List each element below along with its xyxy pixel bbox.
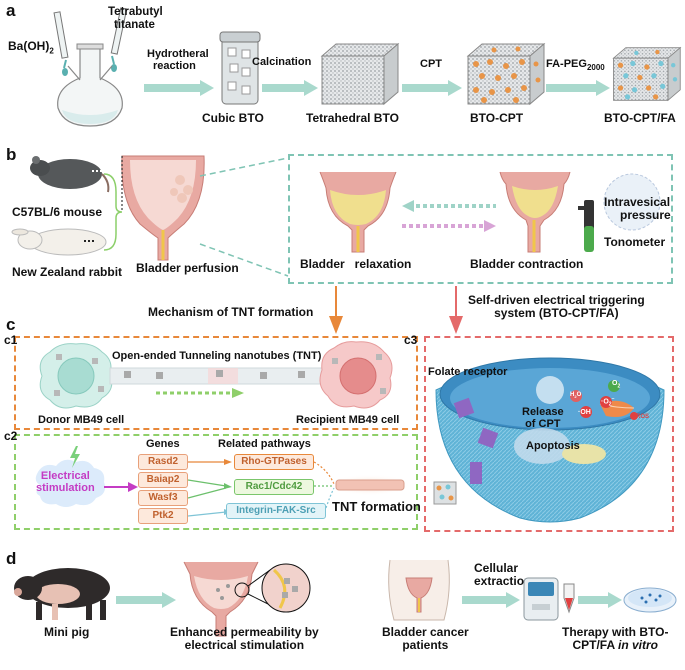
folate-receptor-label: Folate receptor bbox=[428, 366, 508, 378]
panel-b-label: b bbox=[6, 145, 17, 164]
cell-bowl bbox=[435, 357, 665, 523]
mechanism-label: Mechanism of TNT formation bbox=[148, 305, 314, 319]
tnt-label: Open-ended Tunneling nanotubes (TNT) bbox=[112, 350, 322, 362]
orange-down-arrow bbox=[329, 286, 343, 334]
arrow-step4 bbox=[546, 80, 610, 96]
therapy-label: Therapy with BTO- CPT/FA in vitro bbox=[562, 625, 669, 653]
autoclave-icon bbox=[219, 31, 261, 105]
gene-baiap2: Baiap2 bbox=[138, 472, 188, 488]
c1-label: c1 bbox=[4, 333, 18, 347]
bladder-perfusion-label: Bladder perfusion bbox=[136, 261, 239, 275]
h2o-label: H2O bbox=[570, 392, 582, 400]
tonometer-label: Tonometer bbox=[604, 235, 666, 249]
rabbit-icon bbox=[11, 228, 107, 256]
c2-label: c2 bbox=[4, 429, 18, 443]
tnt-formation-label: TNT formation bbox=[332, 499, 421, 514]
c1-box bbox=[14, 336, 418, 430]
nanoparticle-icon bbox=[433, 481, 457, 505]
superoxide-label: ·O2− bbox=[601, 396, 615, 408]
c3-label: c3 bbox=[404, 333, 418, 347]
pressure-bubble bbox=[603, 173, 661, 231]
product-bto-cpt-fa: BTO-CPT/FA bbox=[604, 111, 676, 125]
c2-box bbox=[14, 434, 418, 530]
genes-header: Genes bbox=[146, 438, 180, 450]
bto-cpt-fa-block bbox=[612, 46, 682, 102]
pathway-integrin: Integrin-FAK-Src bbox=[226, 503, 326, 519]
reagent-baoh2: Ba(OH)2 bbox=[8, 39, 54, 56]
panel-a-label: a bbox=[6, 1, 16, 20]
panel-c-label: c bbox=[6, 315, 16, 334]
tube-icon bbox=[563, 583, 575, 614]
bladder-contraction-label: Bladder contraction bbox=[470, 257, 584, 271]
bladder-dynamics-box bbox=[288, 154, 673, 284]
mouse-icon bbox=[30, 156, 110, 193]
patient-icon bbox=[388, 559, 450, 621]
recipient-label: Recipient MB49 cell bbox=[296, 414, 400, 426]
gene-wasf3: Wasf3 bbox=[138, 490, 188, 506]
arrow-d1 bbox=[116, 592, 176, 608]
donor-label: Donor MB49 cell bbox=[38, 414, 125, 426]
bladder-cross-section bbox=[121, 155, 205, 261]
donor-cell bbox=[39, 343, 113, 409]
reaction-flask-icon bbox=[53, 7, 128, 127]
tnt-direction-arrow bbox=[156, 388, 244, 398]
animals-bracket bbox=[103, 173, 123, 251]
tnt-outcome-tube bbox=[328, 474, 412, 496]
animal-rabbit: New Zealand rabbit bbox=[12, 265, 123, 279]
gene-rasd2: Rasd2 bbox=[138, 454, 188, 470]
pig-icon bbox=[14, 568, 110, 620]
product-cubic-bto: Cubic BTO bbox=[202, 111, 264, 125]
step-fa-peg: FA-PEG2000 bbox=[546, 58, 605, 73]
o2-label: O2 bbox=[612, 380, 621, 390]
arrow-step3 bbox=[402, 80, 462, 96]
gene-ptk2: Ptk2 bbox=[138, 508, 188, 524]
bladder-relaxation-label: Bladder relaxation bbox=[300, 257, 412, 271]
zoom-lines bbox=[199, 157, 289, 277]
step-cpt: CPT bbox=[420, 58, 442, 70]
tetrahedral-bto-block bbox=[320, 42, 400, 106]
recipient-cell bbox=[319, 341, 393, 409]
arrow-d3 bbox=[578, 592, 622, 608]
product-tetrahedral-bto: Tetrahedral BTO bbox=[306, 111, 399, 125]
product-bto-cpt: BTO-CPT bbox=[470, 111, 524, 125]
bladder-relaxation-icon bbox=[319, 171, 397, 253]
bto-cpt-block bbox=[466, 42, 546, 106]
pig-bladder-icon bbox=[183, 561, 311, 637]
arrow-step2 bbox=[262, 80, 318, 96]
arrow-d2 bbox=[462, 592, 520, 608]
stimulus-cloud bbox=[35, 459, 105, 507]
petri-dish-icon bbox=[623, 587, 677, 613]
tonometer-icon bbox=[578, 200, 594, 252]
hydroxyl-label: ·OH bbox=[578, 409, 591, 416]
step-calcination: Calcination bbox=[252, 56, 312, 68]
arrow-step1 bbox=[144, 80, 214, 96]
mini-pig-label: Mini pig bbox=[44, 625, 90, 639]
apoptosis-label: Apoptosis bbox=[526, 440, 580, 452]
centrifuge-icon bbox=[523, 577, 559, 621]
animal-mouse: C57BL/6 mouse bbox=[12, 205, 103, 219]
pathways-header: Related pathways bbox=[218, 438, 311, 450]
c3-box bbox=[424, 336, 674, 532]
ros-label: ROS bbox=[636, 414, 650, 420]
tnt-tube bbox=[109, 367, 331, 385]
stimulus-arrow bbox=[104, 482, 138, 492]
pathway-rho: Rho-GTPases bbox=[234, 454, 314, 470]
pathway-rac1: Rac1/Cdc42 bbox=[234, 479, 314, 495]
panel-d-label: d bbox=[6, 549, 17, 568]
reagent-titanate: Tetrabutyl titanate bbox=[108, 6, 163, 31]
bladder-contraction-icon bbox=[499, 171, 571, 253]
red-down-arrow bbox=[449, 286, 463, 334]
lightning-icon bbox=[70, 446, 80, 468]
dynamics-arrows bbox=[402, 200, 496, 232]
